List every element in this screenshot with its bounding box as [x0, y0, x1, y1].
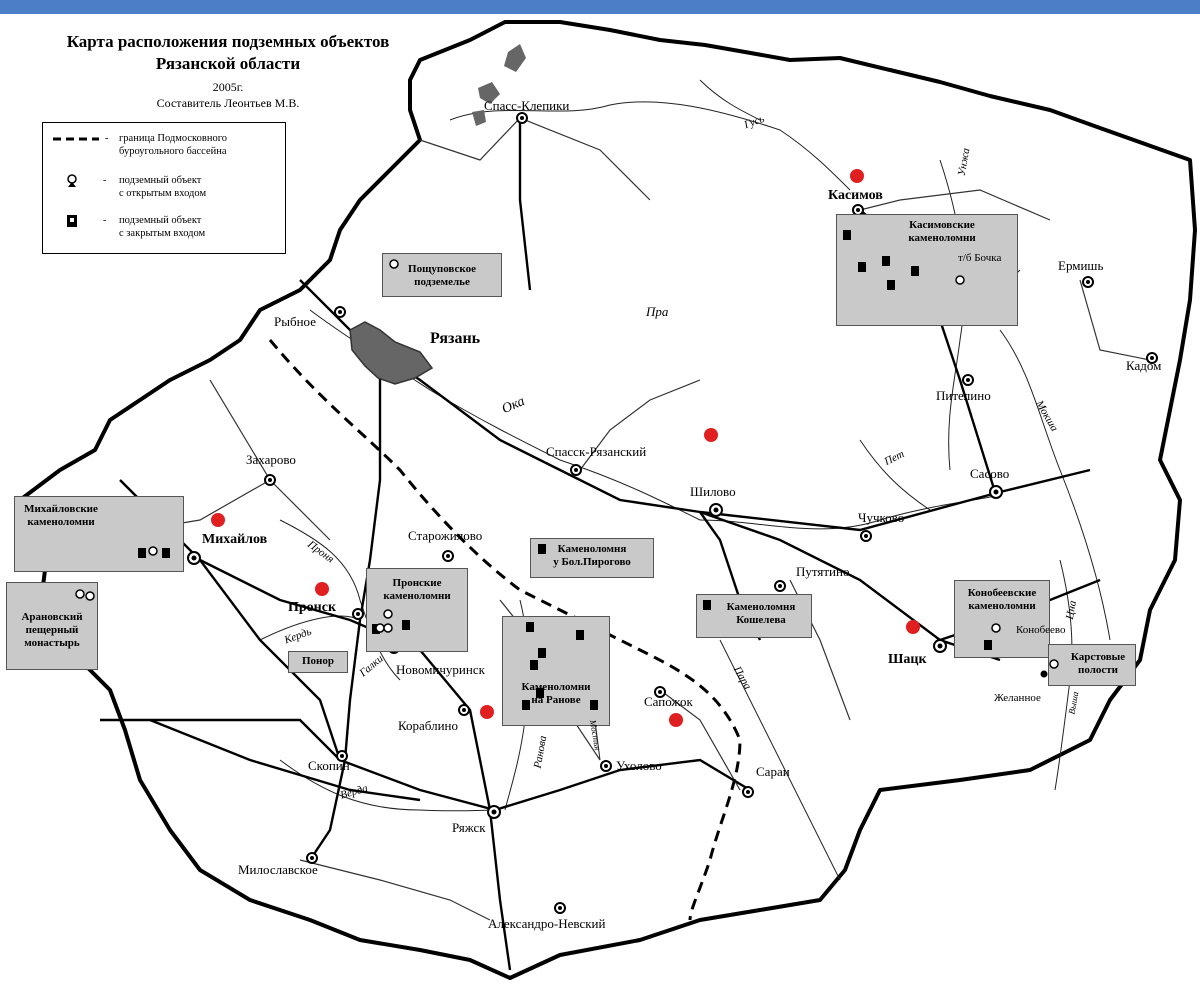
city-label: Кадом — [1126, 358, 1162, 373]
red-marker — [480, 705, 494, 719]
city-label: Пителино — [936, 388, 991, 403]
red-marker — [906, 620, 920, 634]
closed-entrance-icon — [911, 266, 919, 276]
open-entrance-markers — [75, 259, 1059, 669]
closed-entrance-icon — [703, 600, 711, 610]
header-bar — [0, 0, 1200, 14]
red-marker — [704, 428, 718, 442]
city-label: Шацк — [888, 652, 927, 667]
object-pronsk-quarries: Пронские каменоломни — [366, 568, 468, 652]
closed-entrance-icon — [526, 622, 534, 632]
object-pirogovo: Каменоломня у Бол.Пирогово — [530, 538, 654, 578]
city-label: Захарово — [246, 452, 296, 467]
city-label: Спасс-Клепики — [484, 98, 570, 113]
red-markers — [211, 169, 920, 727]
object-kasimov-quarries: Касимовские каменоломни — [836, 214, 1018, 326]
object-mikhailov-quarries: Михайловские каменоломни — [14, 496, 184, 572]
open-entrance-icon — [991, 623, 1001, 633]
city-label: Сапожок — [644, 694, 693, 709]
closed-entrance-icon — [882, 256, 890, 266]
city-label: Шилово — [690, 484, 736, 499]
closed-entrance-markers — [138, 230, 992, 710]
open-entrance-icon — [955, 275, 965, 285]
map-author: Составитель Леонтьев М.В. — [156, 96, 300, 110]
red-marker — [850, 169, 864, 183]
basin-border — [268, 339, 742, 921]
city-label: Старожилово — [408, 528, 483, 543]
open-entrance-icon — [383, 623, 393, 633]
city-label: Александро-Невский — [488, 916, 606, 931]
open-entrance-icon — [375, 623, 385, 633]
city-label: Пронск — [288, 600, 337, 615]
closed-entrance-icon — [162, 548, 170, 558]
city-label: Михайлов — [202, 532, 268, 547]
city-label: Конобеево — [1016, 624, 1066, 636]
closed-entrance-icon — [576, 630, 584, 640]
map-legend: - граница Подмосковного буроугольного ба… — [42, 122, 286, 254]
closed-entrance-icon — [858, 262, 866, 272]
object-ponor: Понор — [288, 651, 348, 673]
city-label: Милославское — [238, 862, 318, 877]
open-entrance-icon — [75, 589, 85, 599]
lake-shape — [504, 44, 526, 72]
city-label: Сасово — [970, 466, 1010, 481]
closed-entrance-icon — [536, 688, 544, 698]
city-label: Ермишь — [1058, 258, 1104, 273]
city-label: Чучково — [858, 510, 905, 525]
closed-entrance-icon — [67, 215, 77, 227]
city-label: Кораблино — [398, 718, 458, 733]
open-entrance-icon — [67, 174, 77, 187]
map-title-line2: Рязанской области — [155, 54, 301, 73]
city-marker-dots — [191, 116, 1154, 910]
city-label: т/б Бочка — [958, 252, 1002, 264]
roads — [100, 118, 1101, 971]
closed-entrance-icon — [538, 544, 546, 554]
map-year: 2005г. — [212, 80, 244, 94]
open-entrance-icon — [383, 609, 393, 619]
red-marker — [669, 713, 683, 727]
city-label: Желанное — [994, 692, 1041, 704]
object-poshupovo: Пощуповское подземелье — [382, 253, 502, 297]
ryazan-city-shape — [349, 321, 434, 385]
closed-entrance-icon — [138, 548, 146, 558]
closed-entrance-icon — [402, 620, 410, 630]
closed-entrance-icon — [530, 660, 538, 670]
lake-shape — [478, 82, 500, 104]
city-label: Скопин — [308, 758, 350, 773]
object-konobeevo-quarries: Конобеевские каменоломни — [954, 580, 1050, 658]
city-label: Рязань — [430, 330, 481, 347]
open-entrance-icon — [1049, 659, 1059, 669]
city-label: Ухолово — [616, 758, 662, 773]
city-label: Новомичуринск — [396, 662, 485, 677]
open-entrance-icon — [389, 259, 399, 269]
dashed-line-icon — [53, 137, 99, 141]
open-entrance-icon — [85, 591, 95, 601]
object-koshelevo: Каменоломня Кошелева — [696, 594, 812, 638]
city-label: Спасск-Рязанский — [546, 444, 647, 459]
city-label: Сараи — [756, 764, 790, 779]
city-label: Рыбное — [274, 314, 316, 329]
city-label: Путятино — [796, 564, 850, 579]
object-karst: Карстовые полости — [1048, 644, 1136, 686]
map-title-line1: Карта расположения подземных объектов — [66, 32, 390, 51]
city-label: Ряжск — [452, 820, 486, 835]
closed-entrance-icon — [887, 280, 895, 290]
city-label: Касимов — [828, 188, 883, 203]
open-entrance-icon — [148, 546, 158, 556]
river-label: Пра — [646, 304, 669, 319]
red-marker — [315, 582, 329, 596]
lake-shape — [472, 110, 486, 126]
closed-entrance-icon — [538, 648, 546, 658]
closed-entrance-icon — [590, 700, 598, 710]
closed-entrance-icon — [984, 640, 992, 650]
closed-entrance-icon — [522, 700, 530, 710]
closed-entrance-icon — [843, 230, 851, 240]
red-marker — [211, 513, 225, 527]
